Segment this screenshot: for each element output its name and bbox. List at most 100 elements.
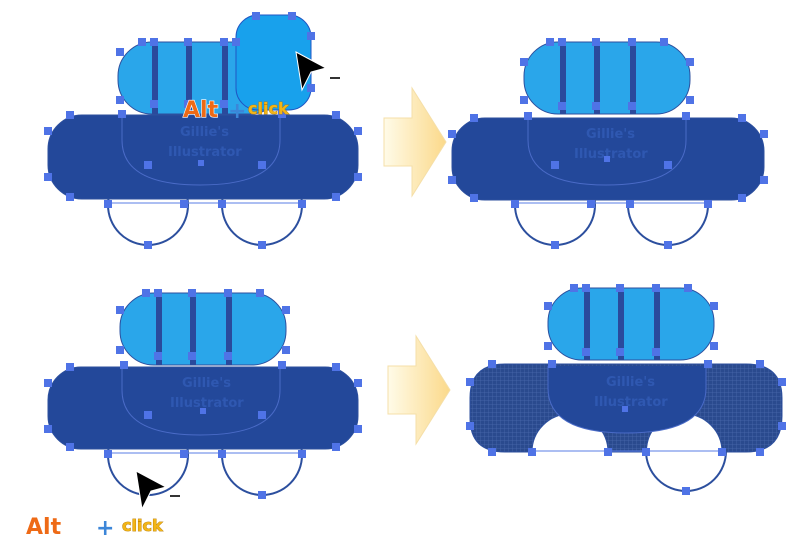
anchor-handle[interactable] [642,448,650,456]
anchor-handle[interactable] [66,111,74,119]
anchor-handle[interactable] [664,241,672,249]
anchor-handle[interactable] [66,363,74,371]
anchor-handle[interactable] [116,346,124,354]
anchor-handle[interactable] [684,284,692,292]
anchor-handle[interactable] [116,306,124,314]
anchor-handle[interactable] [652,284,660,292]
anchor-handle[interactable] [520,58,528,66]
anchor-handle[interactable] [628,38,636,46]
anchor-handle[interactable] [616,284,624,292]
anchor-handle[interactable] [682,112,690,120]
anchor-handle[interactable] [582,348,590,356]
anchor-handle[interactable] [180,450,188,458]
anchor-handle[interactable] [116,48,124,56]
anchor-handle[interactable] [551,241,559,249]
anchor-handle[interactable] [258,411,266,419]
anchor-handle[interactable] [738,194,746,202]
anchor-handle[interactable] [466,422,474,430]
anchor-handle[interactable] [520,96,528,104]
anchor-handle[interactable] [104,200,112,208]
anchor-handle[interactable] [604,448,612,456]
anchor-handle[interactable] [144,161,152,169]
anchor-handle[interactable] [652,348,660,356]
anchor-handle[interactable] [200,408,206,414]
anchor-handle[interactable] [44,379,52,387]
anchor-handle[interactable] [544,302,552,310]
anchor-handle[interactable] [704,200,712,208]
anchor-handle[interactable] [252,12,260,20]
anchor-handle[interactable] [622,406,628,412]
anchor-handle[interactable] [710,342,718,350]
anchor-handle[interactable] [756,360,764,368]
anchor-handle[interactable] [592,38,600,46]
anchor-handle[interactable] [144,411,152,419]
anchor-handle[interactable] [511,200,519,208]
anchor-handle[interactable] [184,38,192,46]
anchor-handle[interactable] [682,487,690,495]
anchor-handle[interactable] [582,284,590,292]
anchor-handle[interactable] [256,289,264,297]
anchor-handle[interactable] [592,102,600,110]
anchor-handle[interactable] [616,348,624,356]
anchor-handle[interactable] [470,114,478,122]
anchor-handle[interactable] [604,156,610,162]
anchor-handle[interactable] [144,241,152,249]
anchor-handle[interactable] [180,200,188,208]
anchor-handle[interactable] [551,161,559,169]
anchor-handle[interactable] [258,491,266,499]
anchor-handle[interactable] [710,302,718,310]
anchor-handle[interactable] [224,352,232,360]
anchor-handle[interactable] [718,448,726,456]
anchor-handle[interactable] [118,110,126,118]
anchor-handle[interactable] [282,306,290,314]
anchor-handle[interactable] [298,450,306,458]
anchor-handle[interactable] [232,38,240,46]
anchor-handle[interactable] [154,352,162,360]
anchor-handle[interactable] [258,161,266,169]
anchor-handle[interactable] [220,100,228,108]
anchor-handle[interactable] [278,110,286,118]
anchor-handle[interactable] [354,425,362,433]
anchor-handle[interactable] [44,173,52,181]
anchor-handle[interactable] [544,342,552,350]
anchor-handle[interactable] [220,38,228,46]
anchor-handle[interactable] [488,360,496,368]
anchor-handle[interactable] [298,200,306,208]
anchor-handle[interactable] [184,100,192,108]
anchor-handle[interactable] [218,200,226,208]
anchor-handle[interactable] [218,450,226,458]
anchor-handle[interactable] [738,114,746,122]
anchor-handle[interactable] [188,352,196,360]
anchor-handle[interactable] [354,379,362,387]
anchor-handle[interactable] [470,194,478,202]
anchor-handle[interactable] [524,112,532,120]
anchor-handle[interactable] [278,361,286,369]
anchor-handle[interactable] [332,111,340,119]
anchor-handle[interactable] [660,38,668,46]
anchor-handle[interactable] [466,378,474,386]
anchor-handle[interactable] [528,448,536,456]
anchor-handle[interactable] [66,193,74,201]
anchor-handle[interactable] [704,360,712,368]
anchor-handle[interactable] [778,422,786,430]
anchor-handle[interactable] [307,84,315,92]
anchor-handle[interactable] [548,360,556,368]
anchor-handle[interactable] [448,130,456,138]
anchor-handle[interactable] [756,448,764,456]
anchor-handle[interactable] [488,448,496,456]
anchor-handle[interactable] [628,102,636,110]
anchor-handle[interactable] [626,200,634,208]
anchor-handle[interactable] [150,38,158,46]
anchor-handle[interactable] [258,241,266,249]
anchor-handle[interactable] [44,127,52,135]
anchor-handle[interactable] [138,38,146,46]
anchor-handle[interactable] [570,284,578,292]
anchor-handle[interactable] [307,32,315,40]
anchor-handle[interactable] [558,38,566,46]
anchor-handle[interactable] [332,363,340,371]
anchor-handle[interactable] [104,450,112,458]
anchor-handle[interactable] [154,289,162,297]
anchor-handle[interactable] [558,102,566,110]
anchor-handle[interactable] [44,425,52,433]
anchor-handle[interactable] [760,130,768,138]
